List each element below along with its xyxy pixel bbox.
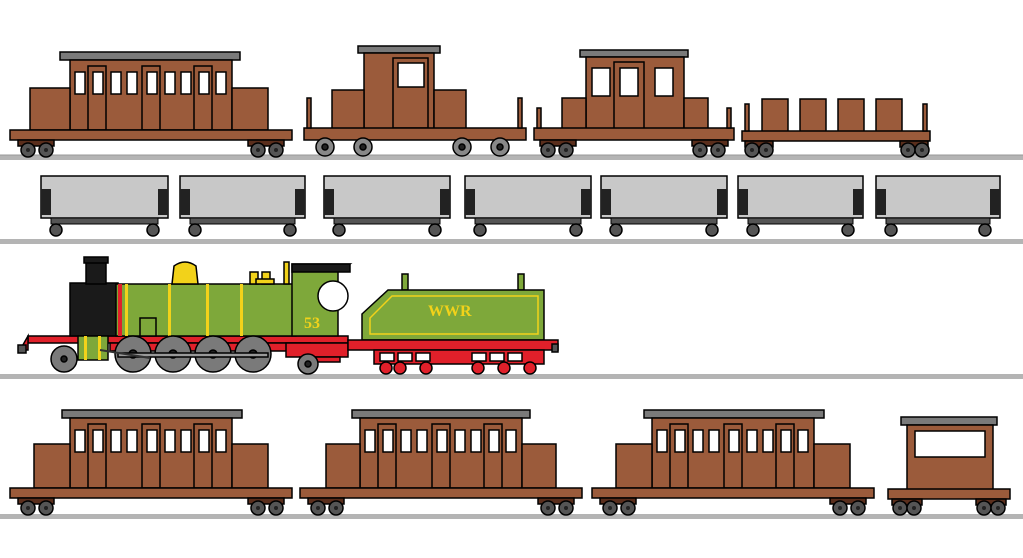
hopper-wagon: [323, 175, 451, 237]
rail-row-2: [0, 239, 1023, 244]
rail-row-3: [0, 374, 1023, 379]
locomotive-wheels: [50, 335, 319, 375]
bogie-coach-2-wheels: [20, 500, 284, 516]
open-van: [887, 416, 1011, 506]
hopper-wagon: [600, 175, 728, 237]
bogie-coach-4-wheels: [602, 500, 866, 516]
hopper-wagon: [737, 175, 864, 237]
hopper-wagon: [40, 175, 169, 237]
hopper-wagon: [179, 175, 306, 237]
locomotive-number: 53: [304, 315, 320, 332]
hopper-wagons: [40, 175, 1001, 237]
bogie-coach-2: [9, 409, 293, 505]
bogie-coach-3-wheels: [310, 500, 574, 516]
bogie-coach-4: [591, 409, 875, 505]
flat-wagon-1: [741, 98, 931, 148]
open-van-wheels: [892, 500, 1006, 516]
brake-van-1: [303, 45, 527, 141]
svg-text:WWR: WWR: [428, 303, 472, 320]
hopper-wagon: [464, 175, 592, 237]
steam-locomotive: [17, 256, 353, 363]
bogie-coach-3: [299, 409, 583, 505]
tender: [347, 273, 559, 365]
bogie-coach-1: [9, 51, 293, 147]
rail-row-4: [0, 514, 1023, 519]
hopper-wagon: [875, 175, 1001, 237]
rail-row-1: [0, 154, 1023, 160]
tender-lettering: WWR: [428, 303, 472, 320]
svg-text:53: 53: [304, 315, 320, 332]
guard-van-1: [533, 49, 735, 147]
brake-van-1-wheels: [315, 137, 510, 157]
tender-wheels: [379, 361, 537, 375]
